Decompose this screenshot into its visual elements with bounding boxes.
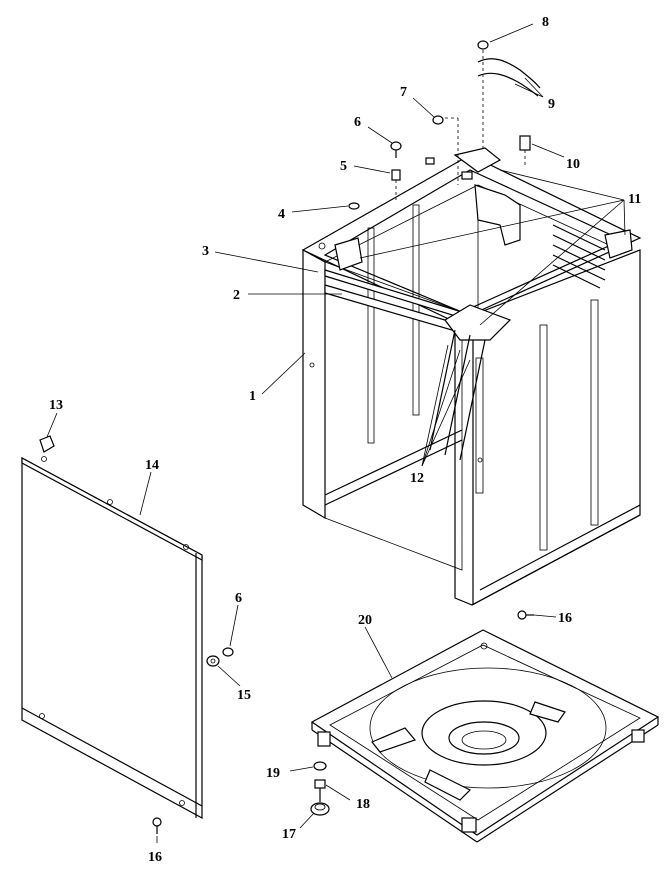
callout-6-panel: 6 [235,591,242,606]
callout-labels: 8 9 7 6 5 10 11 4 3 2 1 12 13 14 6 15 16… [49,15,641,865]
callout-14: 14 [145,458,159,473]
callout-11: 11 [628,192,641,207]
cabinet [301,154,642,606]
callout-13: 13 [49,398,63,413]
callout-3: 3 [202,244,209,259]
callout-6-top: 6 [354,115,361,130]
callout-7: 7 [400,85,407,100]
panel-hardware [152,610,534,834]
callout-19: 19 [266,766,280,781]
top-hardware [348,40,541,210]
callout-10: 10 [566,157,580,172]
callout-17: 17 [282,827,296,842]
callout-2: 2 [233,288,240,303]
callout-4: 4 [278,207,285,222]
base [310,629,660,843]
callout-1: 1 [249,389,256,404]
callout-5: 5 [340,159,347,174]
callout-12: 12 [410,471,424,486]
callout-8: 8 [542,15,549,30]
callout-16-panel: 16 [148,850,162,865]
corner-brackets [334,147,633,461]
callout-16-cabinet: 16 [558,611,572,626]
front-panel [21,435,203,820]
callout-15: 15 [237,688,251,703]
callout-18: 18 [356,797,370,812]
callout-9: 9 [548,97,555,112]
callout-20: 20 [358,613,372,628]
leveling-hardware [310,761,330,816]
leader-lines [46,23,626,843]
